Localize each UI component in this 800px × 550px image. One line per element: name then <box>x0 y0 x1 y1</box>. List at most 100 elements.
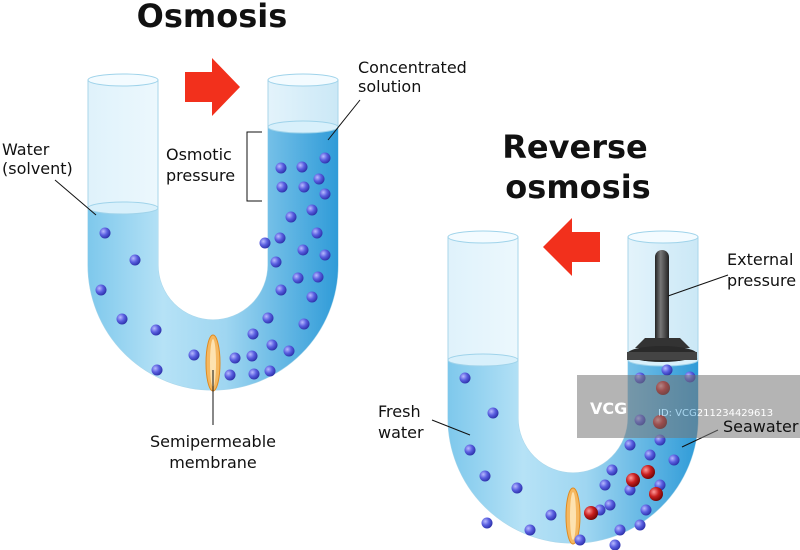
watermark-id: ID: VCG211234429613 <box>658 408 773 419</box>
label-solution: solution <box>358 77 421 96</box>
solvent-particle <box>283 345 295 357</box>
solvent-particle <box>319 188 331 200</box>
water-particle <box>609 539 621 550</box>
piston-rod <box>655 250 669 346</box>
label-pressure: pressure <box>166 166 235 185</box>
water-particle <box>524 524 536 536</box>
salt-particle <box>649 487 663 501</box>
label-seawater: Seawater <box>723 417 799 436</box>
solvent-particle <box>224 369 236 381</box>
solvent-particle <box>306 204 318 216</box>
leader-line <box>327 99 361 141</box>
arrow-right-icon <box>185 58 240 116</box>
surface <box>87 201 159 215</box>
reverse-title-line1: Reverse <box>502 128 647 166</box>
label-fresh-water: water <box>378 423 424 442</box>
water-particle <box>614 524 626 536</box>
solvent-particle <box>262 312 274 324</box>
label-concentrated: Concentrated <box>358 58 467 77</box>
water-particle <box>545 509 557 521</box>
solvent-particle <box>270 256 282 268</box>
arrow-left-icon <box>543 218 600 276</box>
surface <box>447 353 519 367</box>
salt-particle <box>626 473 640 487</box>
membrane-core <box>570 492 576 540</box>
leader-line <box>54 179 97 216</box>
water-particle <box>668 454 680 466</box>
solvent-particle <box>264 365 276 377</box>
membrane-core <box>210 339 216 387</box>
solvent-particle <box>292 272 304 284</box>
solvent-particle <box>129 254 141 266</box>
water-particle <box>574 534 586 546</box>
solvent-particle <box>306 291 318 303</box>
solvent-particle <box>246 350 258 362</box>
water <box>88 127 338 390</box>
solvent-particle <box>266 339 278 351</box>
solvent-particle <box>229 352 241 364</box>
salt-particle <box>584 506 598 520</box>
water-particle <box>511 482 523 494</box>
solvent-particle <box>95 284 107 296</box>
solvent-particle <box>276 181 288 193</box>
label-external: External <box>727 250 793 269</box>
surface <box>267 120 339 134</box>
solvent-particle <box>275 162 287 174</box>
label-solvent: (solvent) <box>2 159 73 178</box>
water-particle <box>624 439 636 451</box>
osmosis-apparatus <box>87 73 339 392</box>
water-particle <box>464 444 476 456</box>
water-particle <box>599 479 611 491</box>
solvent-particle <box>151 364 163 376</box>
leader-line <box>431 419 471 436</box>
water-particle <box>479 470 491 482</box>
solvent-particle <box>275 284 287 296</box>
solvent-particle <box>99 227 111 239</box>
solvent-particle <box>298 318 310 330</box>
osmosis-title: Osmosis <box>137 0 288 35</box>
water-particle <box>606 464 618 476</box>
surface <box>87 73 159 87</box>
solvent-particle <box>312 271 324 283</box>
solvent-particle <box>259 237 271 249</box>
label-osmotic: Osmotic <box>166 145 232 164</box>
water-particle <box>624 484 636 496</box>
label-semipermeable: Semipermeable <box>150 432 276 451</box>
watermark: VCG ID: VCG211234429613 <box>577 375 800 438</box>
water-particle <box>644 449 656 461</box>
water-particle <box>459 372 471 384</box>
solvent-particle <box>319 249 331 261</box>
salt-particle <box>641 465 655 479</box>
watermark-logo: VCG <box>590 399 627 418</box>
piston-base <box>627 352 697 360</box>
water-particle <box>640 504 652 516</box>
water-particle <box>481 517 493 529</box>
bracket <box>246 131 262 202</box>
surface <box>627 230 699 244</box>
solvent-particle <box>248 368 260 380</box>
solvent-particle <box>319 152 331 164</box>
solvent-particle <box>285 211 297 223</box>
label-membrane: membrane <box>169 453 257 472</box>
solvent-particle <box>296 161 308 173</box>
water-particle <box>634 519 646 531</box>
reverse-title-line2: osmosis <box>505 168 650 206</box>
solvent-particle <box>188 349 200 361</box>
surface <box>267 73 339 87</box>
solvent-particle <box>297 244 309 256</box>
water-particle <box>487 407 499 419</box>
leader-line <box>667 274 729 297</box>
solvent-particle <box>298 181 310 193</box>
solvent-particle <box>247 328 259 340</box>
solvent-particle <box>274 232 286 244</box>
solvent-particle <box>311 227 323 239</box>
label-external-pressure: pressure <box>727 271 796 290</box>
water-particle <box>604 499 616 511</box>
label-fresh: Fresh <box>378 402 421 421</box>
solvent-particle <box>116 313 128 325</box>
water-particle <box>661 364 673 376</box>
solvent-particle <box>313 173 325 185</box>
label-water: Water <box>2 140 50 159</box>
piston-collar <box>635 338 690 348</box>
